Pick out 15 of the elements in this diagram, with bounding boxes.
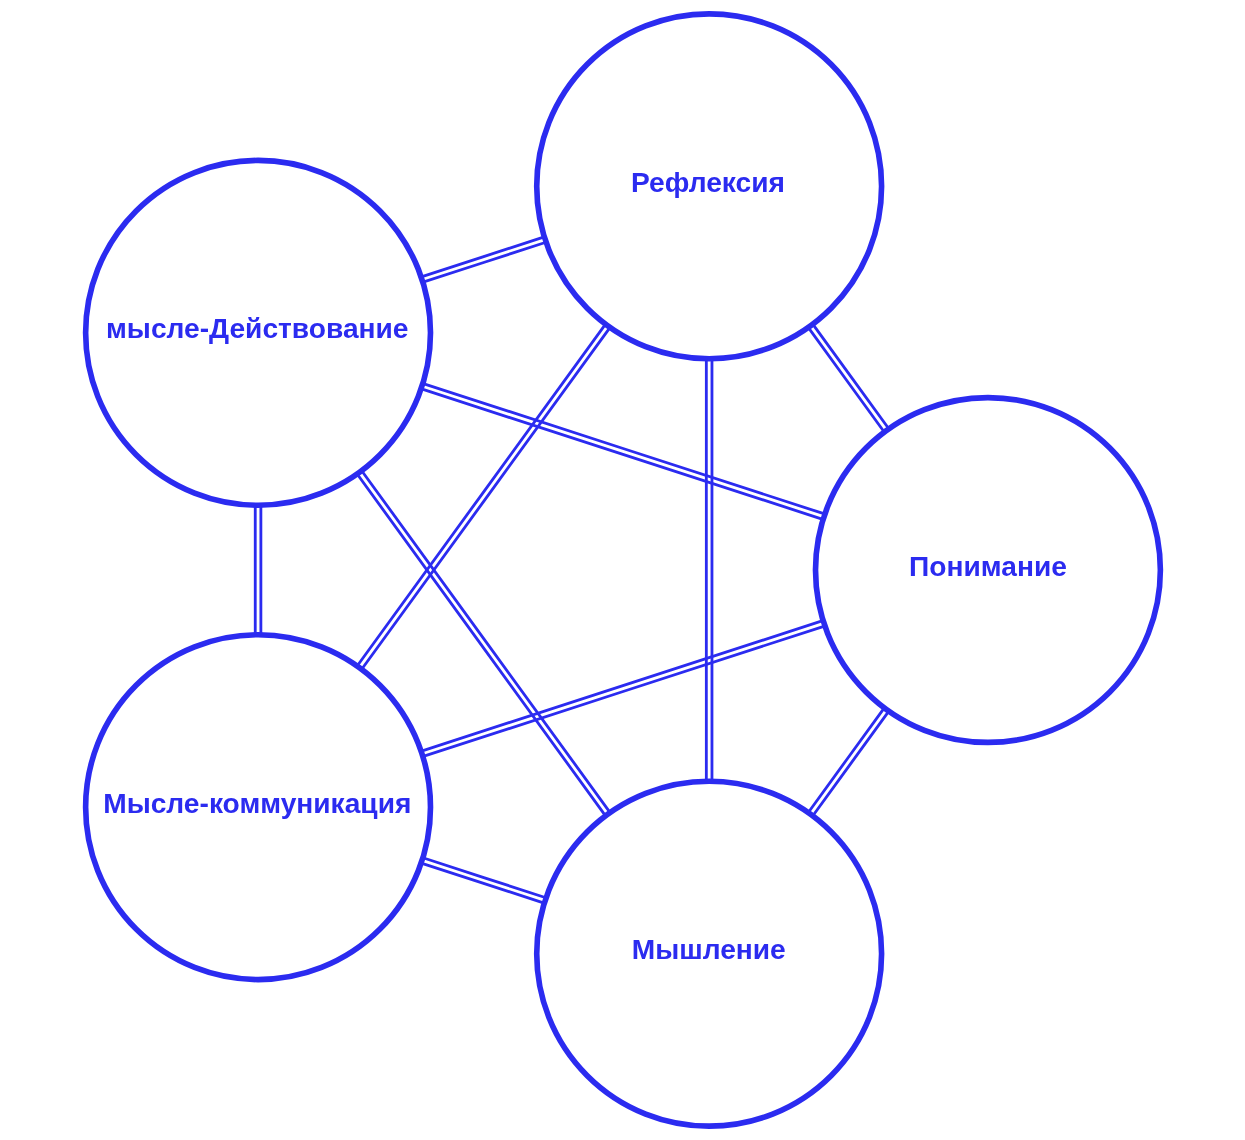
- connector: [420, 382, 825, 521]
- node-circle: мысле-Действование: [82, 157, 433, 509]
- connector: [420, 619, 825, 758]
- connector: [704, 359, 713, 781]
- node-circle: Мысле-коммуникация: [82, 631, 433, 983]
- connector: [253, 505, 262, 635]
- connector: [806, 323, 890, 433]
- connector: [420, 235, 546, 284]
- node-circle: Мышление: [533, 778, 884, 1129]
- connector: [355, 323, 611, 670]
- node-circle: Понимание: [812, 394, 1163, 746]
- connector: [806, 707, 890, 817]
- connector: [420, 856, 546, 905]
- node-circle: Рефлексия: [533, 11, 884, 362]
- connector: [355, 470, 611, 817]
